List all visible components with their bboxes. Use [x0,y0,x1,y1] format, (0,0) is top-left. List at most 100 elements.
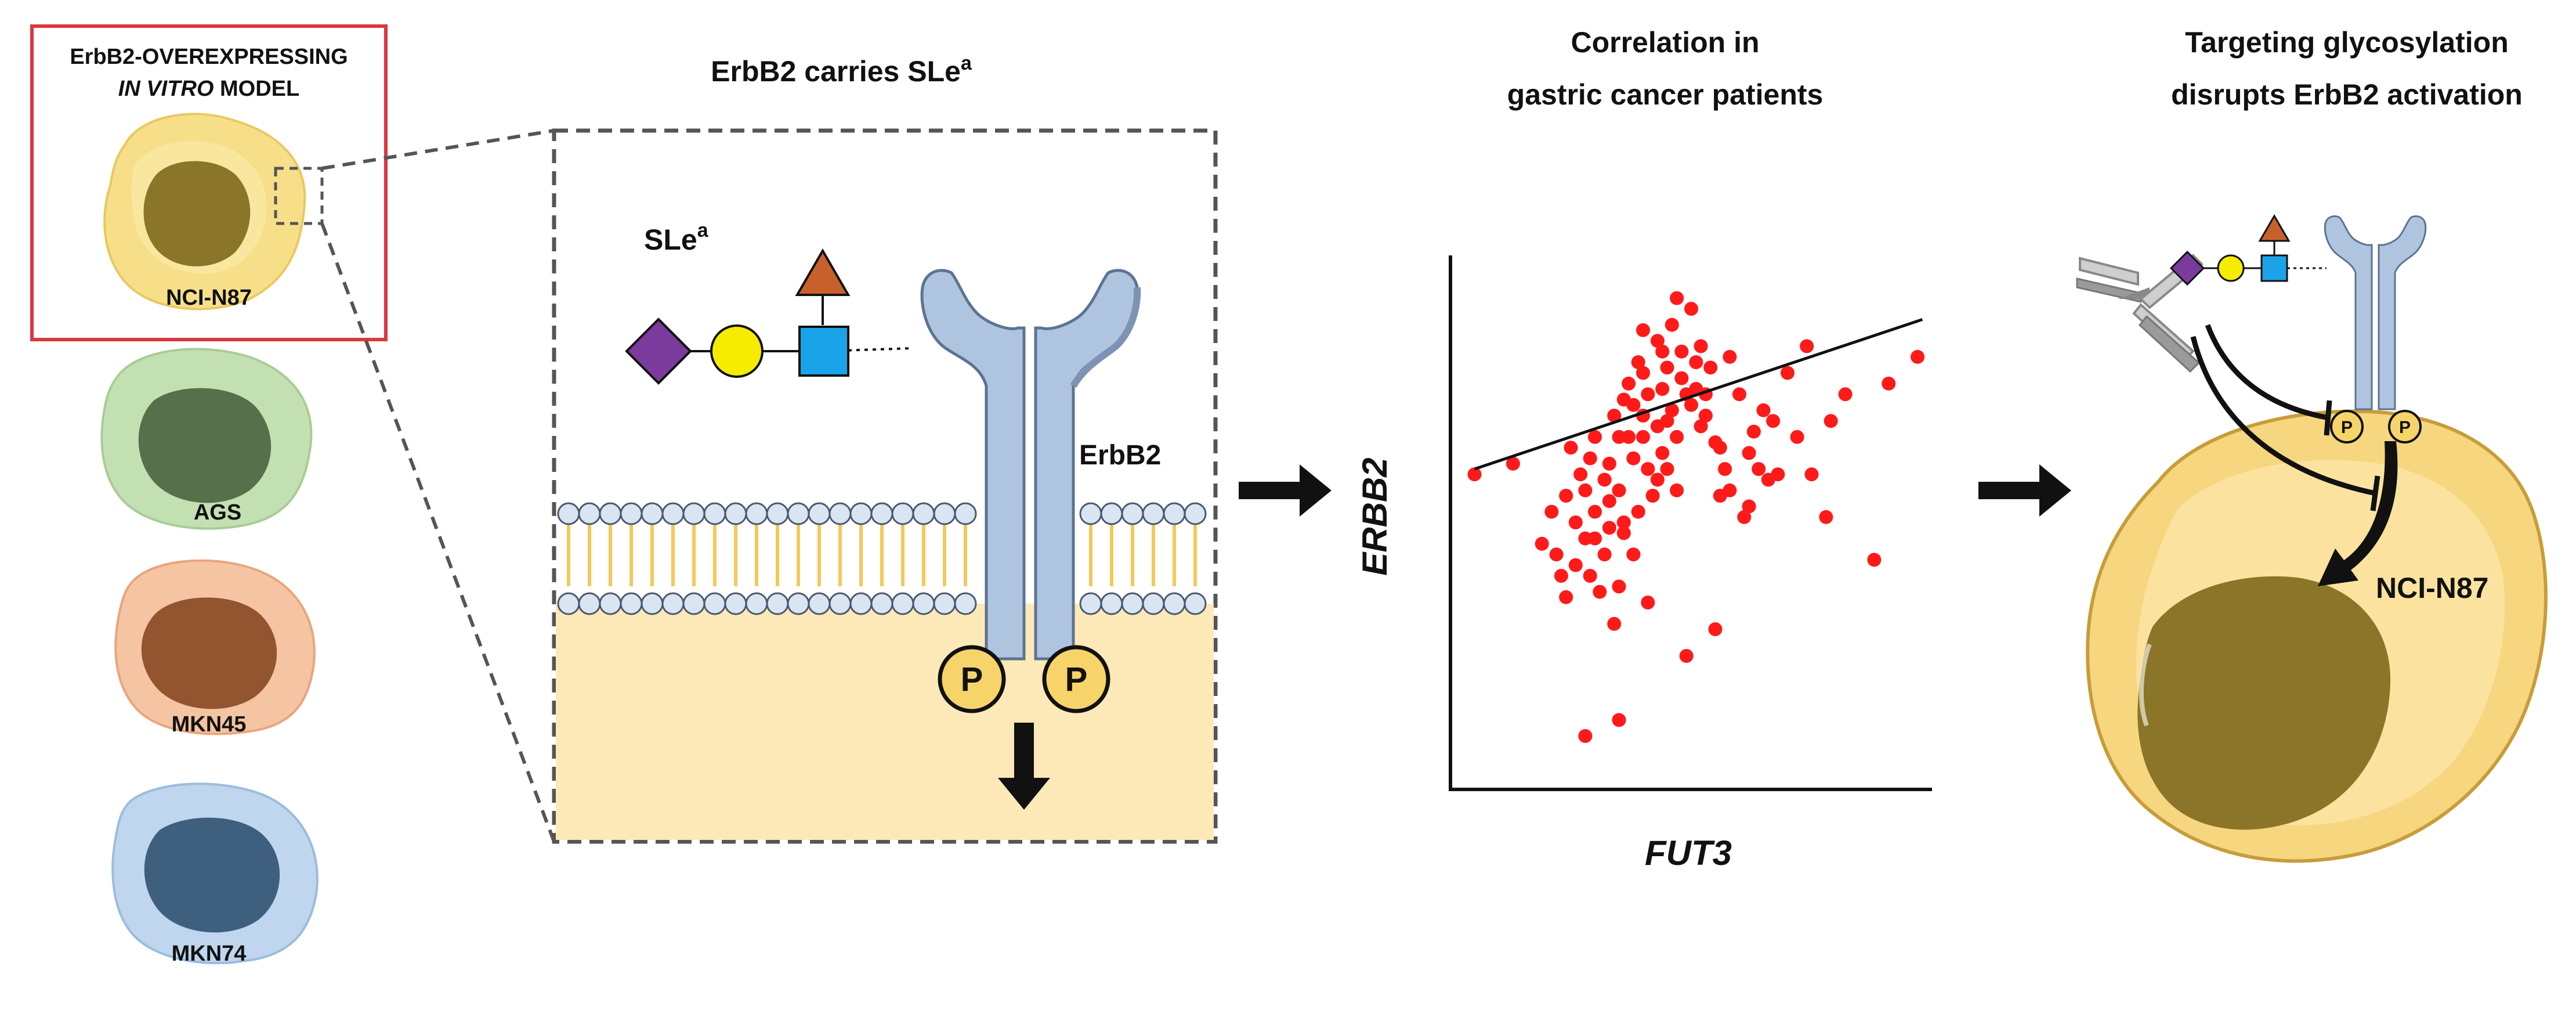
panel1-title-line2: IN VITRO MODEL [118,77,299,101]
erbb2-receptor-small [2324,215,2427,410]
panel-cell-models: ErbB2-OVEREXPRESSING IN VITRO MODEL NCI-… [30,24,388,966]
lipid-head [891,502,914,525]
lipid-head [745,502,768,525]
scatter-point [1670,483,1684,497]
cell-mkn45: MKN45 [114,559,316,737]
lipid-head [870,592,893,615]
highlight-box [30,24,388,341]
scatter-point [1655,446,1670,460]
lipid-head [557,502,580,525]
svg-text:P: P [961,661,983,698]
scatter-point [1622,430,1636,444]
scatter-point [1578,483,1593,497]
x-axis-label: FUT3 [1645,834,1732,872]
scatter-point [1819,510,1833,524]
lipid-head [599,592,622,615]
scatter-point [1588,430,1602,444]
panel3-title-line2: gastric cancer patients [1507,78,1824,111]
scatter-point [1670,291,1684,305]
scatter-point [1583,569,1597,583]
scatter-point [1602,456,1616,471]
scatter-point [1650,334,1665,348]
scatter-point [1800,339,1814,354]
scatter-point [1723,349,1737,364]
scatter-point [1660,462,1674,476]
scatter-point [1679,649,1694,663]
lipid-head [828,502,852,525]
lipid-head [578,592,601,615]
scatter-point [1867,553,1882,567]
signaling-curved-arrow [2318,441,2398,586]
zoom-box [274,167,324,225]
scatter-point [1506,456,1520,471]
scatter-point [1655,344,1670,359]
scatter-point [1583,451,1597,466]
lipid-head [1100,592,1123,615]
scatter-point [1612,483,1626,497]
galactose-circle [710,324,764,378]
slea-glycan-small [2169,214,2327,286]
lipid-head [954,592,977,615]
scatter-point [1670,430,1684,444]
scatter-point [1602,494,1616,508]
scatter-point [1622,376,1636,391]
scatter-point [1612,579,1626,594]
lipid-head [1184,592,1207,615]
cell-label-mkn74: MKN74 [172,942,247,966]
phosphate-small-left: P [2330,410,2364,443]
scatter-point [1684,302,1698,316]
lipid-head [1100,502,1123,525]
lipid-head [724,592,747,615]
scatter-point [1626,398,1641,412]
scatter-point [1718,462,1732,476]
svg-text:P: P [1065,661,1088,698]
scatter-point [1781,366,1794,380]
zoom-connector-top [321,129,555,170]
phosphate-right: P [1042,645,1110,713]
lipid-head [787,502,810,525]
scatter-point [1752,462,1766,476]
scatter-point [1689,355,1703,369]
lipid-head [933,502,956,525]
inhibition-bar-1 [2324,400,2332,436]
lipid-head [1184,502,1207,525]
lipid-head [1079,592,1102,615]
scatter-point [1684,398,1698,412]
scatter-point [1612,430,1626,444]
scatter-chart: FUT3 ERBB2 [1355,255,1932,872]
scatter-point [1568,558,1583,572]
phosphate-left: P [938,645,1006,713]
scatter-point [1742,446,1756,460]
lipid-head [703,502,726,525]
lipid-head [766,502,789,525]
scatter-point [1713,441,1727,455]
scatter-point [1641,387,1655,402]
lipid-head [1163,502,1186,525]
scatter-point [1612,713,1626,727]
scatter-point [1737,510,1752,524]
scatter-point [1824,414,1838,428]
lipid-head [954,502,977,525]
scatter-point [1650,472,1665,487]
lipid-head [912,502,935,525]
scatter-point [1573,467,1588,482]
scatter-point [1607,616,1622,631]
inhibition-line-1 [2205,324,2330,421]
lipid-head [891,592,914,615]
scatter-point [1544,504,1559,519]
scatter-point [1708,622,1723,636]
scatter-point [1559,489,1573,503]
lipid-head [578,502,601,525]
lipid-head [620,502,643,525]
panel4-title-line2: disrupts ErbB2 activation [2171,78,2523,111]
scatter-point [1756,403,1771,417]
svg-text:P: P [2399,418,2411,437]
scatter-point [1650,419,1665,434]
lipid-head [661,502,685,525]
scatter-point [1674,344,1689,359]
panel-targeting: Targeting glycosylation disrupts ErbB2 a… [2076,26,2548,863]
lipid-head [599,502,622,525]
inhibition-bar-2 [2370,475,2380,511]
scatter-point [1660,360,1674,375]
